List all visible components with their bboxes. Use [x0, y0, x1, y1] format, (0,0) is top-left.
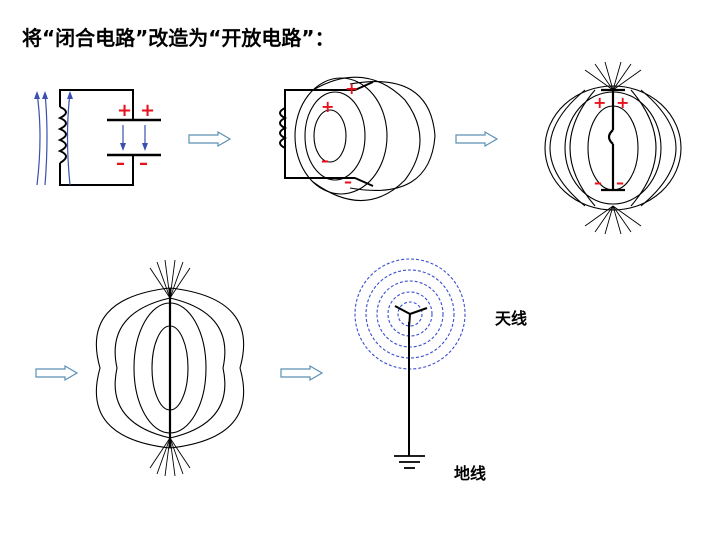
right-arrow-icon — [455, 130, 499, 148]
charge-plus: + — [345, 79, 358, 98]
charge-minus: – — [321, 151, 329, 170]
antenna-label: 天线 — [495, 309, 528, 328]
right-arrow-icon — [188, 130, 232, 148]
ground-icon — [394, 455, 425, 469]
page-title: 将“闭合电路”改造为“开放电路”： — [22, 26, 335, 50]
ground-label: 地线 — [454, 464, 487, 483]
open-circuit-diagram: + + – – — [544, 61, 682, 235]
charge-minus: – — [139, 153, 148, 174]
magnetic-field-arrows — [36, 92, 71, 186]
charge-plus: + — [140, 100, 155, 121]
charge-plus: + — [593, 93, 606, 112]
charge-minus: – — [116, 153, 125, 174]
charge-minus: – — [344, 172, 352, 191]
charge-plus: + — [117, 100, 132, 121]
opening-circuit-diagram: + + – – — [279, 76, 436, 201]
charge-plus: + — [321, 97, 334, 116]
right-arrow-icon — [280, 364, 324, 382]
antenna-icon — [394, 305, 428, 456]
antenna-radiation-diagram — [354, 258, 466, 469]
charge-minus: – — [616, 173, 624, 192]
charge-minus: – — [594, 173, 602, 192]
closed-lc-circuit-diagram: + + – – — [34, 89, 161, 186]
straight-conductor-field-diagram — [95, 259, 245, 477]
charge-plus: + — [616, 93, 629, 112]
right-arrow-icon — [35, 364, 79, 382]
